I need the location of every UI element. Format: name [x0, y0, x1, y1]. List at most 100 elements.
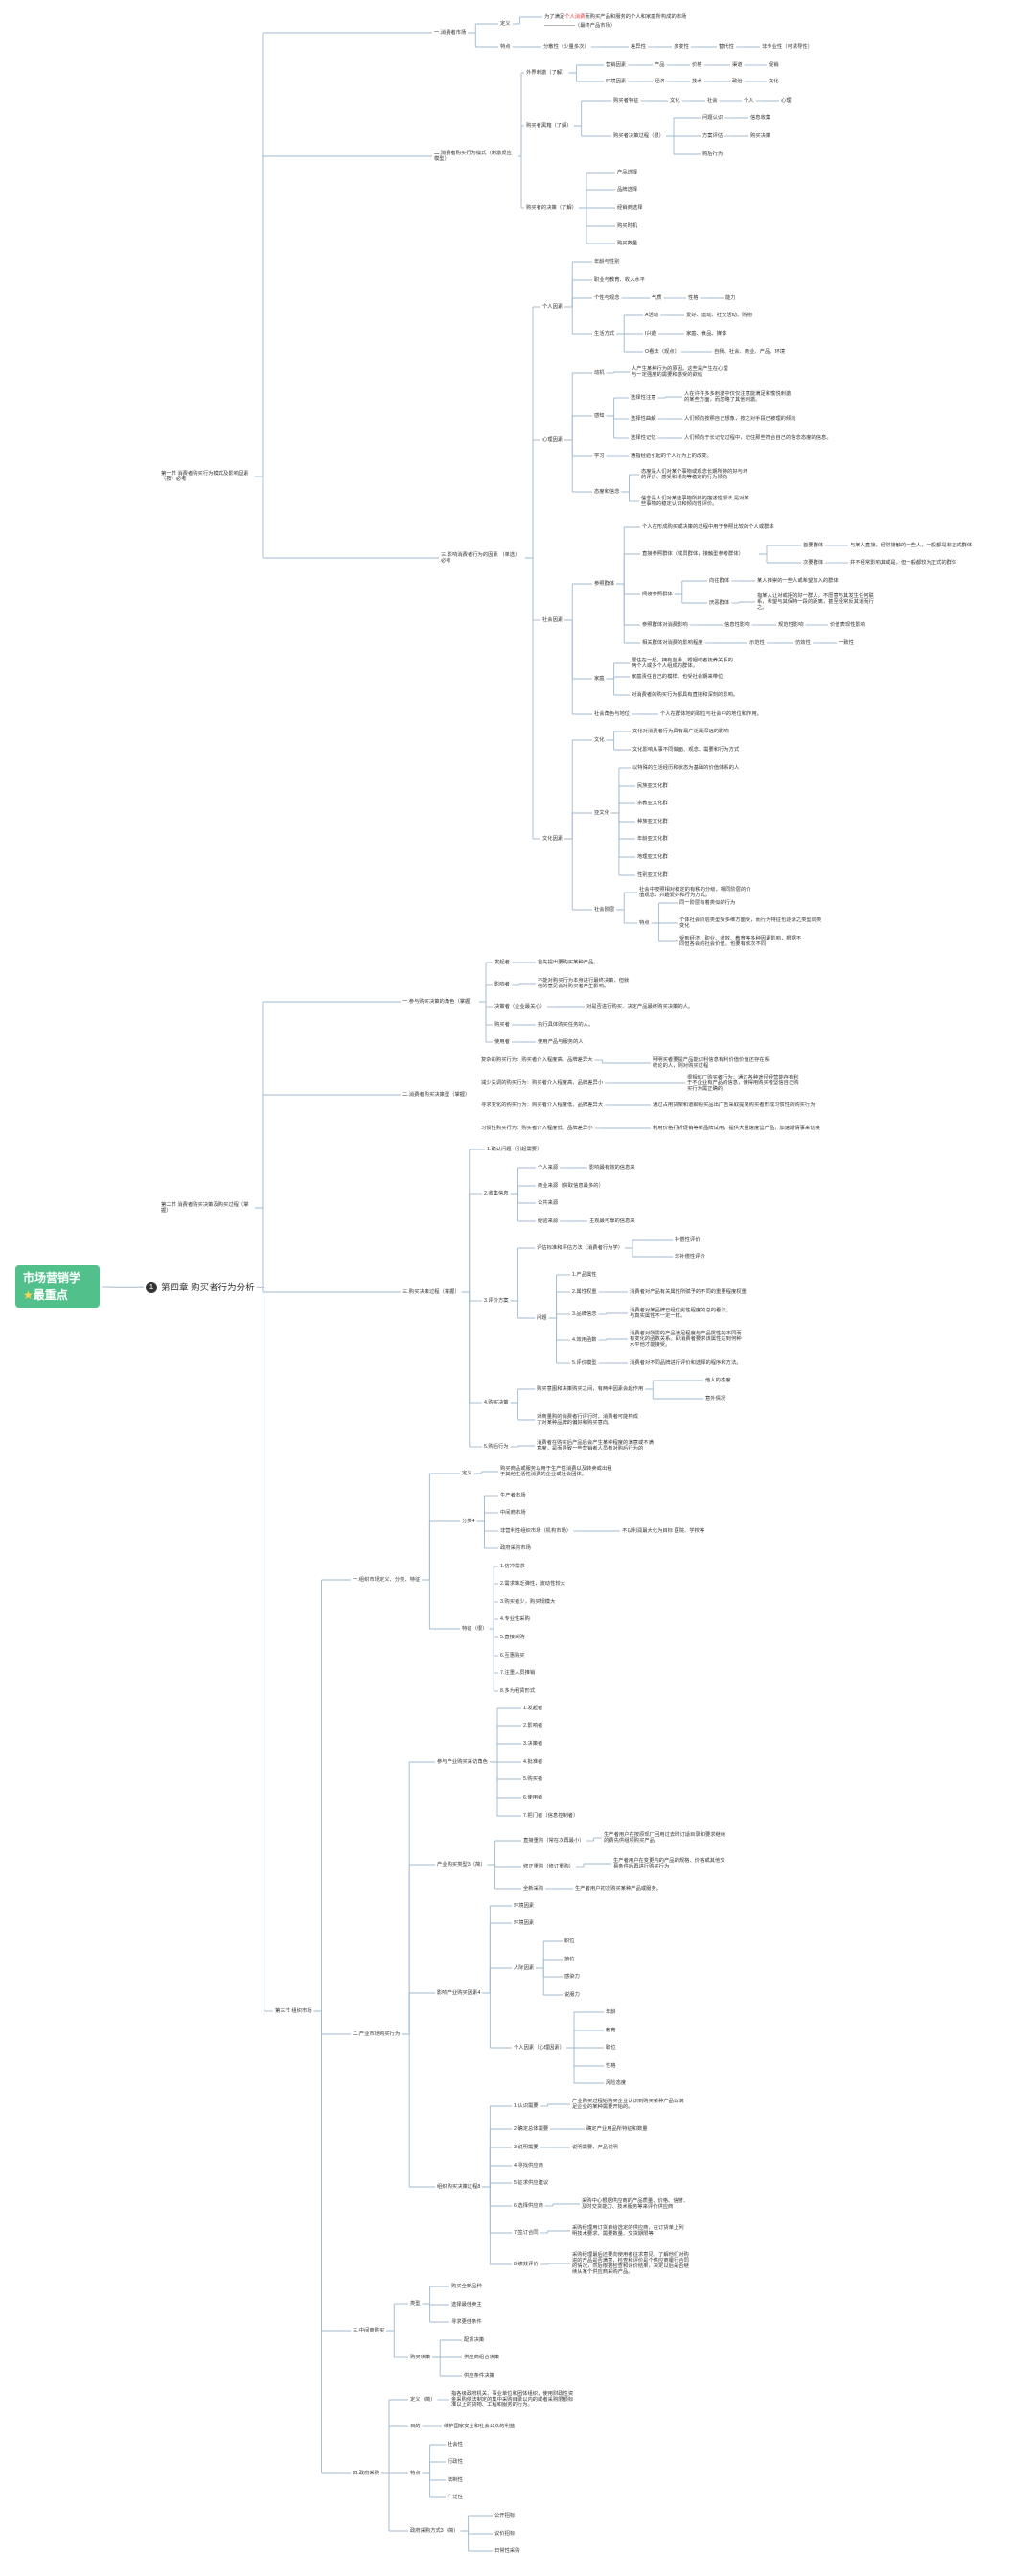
node-s3a3b[interactable]: 2.需求缺乏弹性，波动性较大 — [500, 1581, 565, 1587]
node-p1b[interactable]: 职业与教育、收入水平 — [594, 277, 645, 283]
node-p3a4[interactable]: 相关群体对消费的影响程度 — [642, 640, 703, 646]
node-s3a2a[interactable]: 生产者市场 — [500, 1493, 526, 1498]
node-s1b3c[interactable]: 经销商选择 — [617, 205, 643, 211]
node-s1b1[interactable]: 外界刺激（了解） — [526, 70, 567, 76]
node-s2c3b2[interactable]: 2.属性权重 — [572, 1289, 597, 1295]
node-s2c3a2[interactable]: 非补偿性评价 — [675, 1254, 705, 1260]
node-s3b4[interactable]: 组织购买决策过程8 — [437, 2184, 481, 2190]
node-s3b3b[interactable]: 环境因素 — [514, 1920, 535, 1926]
node-p1d3[interactable]: O看法（观点） — [645, 349, 679, 355]
node-p4[interactable]: 文化因素 — [542, 836, 564, 842]
node-s3c1[interactable]: 类型 — [410, 2301, 421, 2307]
node-s2a2t[interactable]: 不能对购买行为本身进行最终决策，但就他的意见会对购买者产生影响。 — [538, 978, 630, 989]
node-p3a[interactable]: 参照群体 — [594, 581, 615, 587]
node-s3d1t[interactable]: 指各级政府机关、事业单位和团体组织，使用财政性资金采购依法制定的集中采购目录以内… — [451, 2391, 574, 2408]
node-s3b3[interactable]: 影响产业购买因素4 — [437, 1990, 481, 1996]
node-p4a1[interactable]: 文化对消费者行为具有最广泛最深远的影响 — [632, 729, 729, 734]
node-s1c[interactable]: 三.影响消费者行为的因素 （单选）必考 — [441, 552, 520, 564]
node-s3a3g[interactable]: 7.注重人员推销 — [500, 1670, 536, 1676]
node-p2b2[interactable]: 选择性曲解 — [631, 416, 656, 422]
node-p3a1b[interactable]: 次要群体 — [803, 560, 824, 566]
node-s3b4a[interactable]: 1.认识需要 — [514, 2103, 539, 2109]
node-s2c3b5t[interactable]: 消费者对不同品牌进行评价和选择的程序和方法。 — [630, 1360, 742, 1366]
node-p2b1[interactable]: 选择性注意 — [631, 395, 656, 401]
node-s1a2a[interactable]: 分散性（少量多次） — [543, 44, 589, 50]
node-s2c3b1[interactable]: 1.产品属性 — [572, 1272, 597, 1278]
node-s1a1[interactable]: 定义 — [500, 21, 511, 27]
root-node[interactable]: 市场营销学 ★最重点 — [15, 1265, 100, 1308]
node-p3a3b[interactable]: 规范性影响 — [778, 622, 804, 628]
node-p4b2[interactable]: 宗教亚文化群 — [637, 801, 668, 806]
node-s2a3t[interactable]: 对是否进行购买、决定产品最终购买决策的人。 — [586, 1004, 694, 1010]
node-s2b1[interactable]: 复杂的购买行为：购买者介入程度高、品牌差异大 — [481, 1057, 593, 1063]
node-p3a2a[interactable]: 向往群体 — [709, 578, 730, 584]
node-s3b1e[interactable]: 5.购买者 — [523, 1776, 543, 1782]
node-p3[interactable]: 社会因素 — [542, 617, 564, 623]
node-s3d3[interactable]: 特点 — [410, 2471, 421, 2476]
node-s1a1t[interactable]: 为了满足个人消费而购买产品和服务的个人和家庭所构成的市场 — [544, 14, 686, 20]
node-s1a[interactable]: 一.消费者市场 — [434, 30, 467, 35]
node-p4c1b[interactable]: 个体社会阶层类型受多维方面受，而行为特征也逐渐之类型局类变化 — [679, 917, 822, 929]
node-s2a2[interactable]: 影响者 — [494, 982, 510, 987]
node-s3b3c[interactable]: 人际因素 — [514, 1965, 535, 1971]
node-s2a1t[interactable]: 首先提出要购买某种产品。 — [538, 960, 599, 965]
node-p4c1[interactable]: 特点 — [639, 920, 650, 926]
node-s1b2a4[interactable]: 心理 — [781, 98, 792, 104]
node-s3c2b[interactable]: 供应商组合决策 — [464, 2355, 500, 2360]
node-s1b1a1[interactable]: 产品 — [655, 62, 665, 68]
node-s2a5t[interactable]: 使用产品与服务的人 — [538, 1039, 584, 1045]
node-s3b2bt[interactable]: 生产者用户在变更内的产品的规格、价格或其他交易条件后再进行购买行为 — [613, 1858, 725, 1869]
node-s3b2[interactable]: 产业购买类型3（简） — [437, 1862, 486, 1868]
node-s1b3e[interactable]: 购买数量 — [617, 241, 638, 246]
node-s1a2b[interactable]: 差异性 — [631, 44, 646, 50]
node-s3b4c[interactable]: 3.说明需要 — [514, 2145, 539, 2150]
node-s2c3b2t[interactable]: 消费者对产品有关属性所赋予的不同的重要程度权重 — [630, 1289, 747, 1295]
node-s1b3a[interactable]: 产品选择 — [617, 170, 638, 175]
node-p1d[interactable]: 生活方式 — [594, 331, 615, 337]
node-s3a1t[interactable]: 购买商品或服务以用于生产性消费以及转卖或出租于其他生活性消费的企业或社会团体。 — [500, 1466, 612, 1477]
node-s3a3[interactable]: 特征（很） — [462, 1626, 488, 1632]
node-s2c4a1[interactable]: 他人的态度 — [705, 1378, 731, 1383]
node-s3c2[interactable]: 购买决策 — [410, 2355, 431, 2360]
node-s1b2b1[interactable]: 问题认识 — [702, 115, 724, 121]
node-s1b2a1[interactable]: 文化 — [670, 98, 680, 104]
node-s1b1b2[interactable]: 技术 — [692, 79, 702, 84]
node-s1b1a[interactable]: 营销因素 — [606, 62, 627, 68]
node-s3b4ct[interactable]: 说明需要、产品说明 — [572, 2145, 618, 2150]
node-s3b1[interactable]: 参与产业购买采访角色 — [437, 1759, 488, 1765]
node-s2b4t[interactable]: 利用价格打折促销等新品牌试用，提供大量速度营产品，加速期情事来切换 — [653, 1126, 820, 1131]
node-s1a2e[interactable]: 非专业性（可诱导性） — [762, 44, 813, 50]
node-s1a1t2[interactable]: ——————（最终产品市场） — [544, 23, 616, 29]
node-s2a[interactable]: 一.参与购买决策的角色（掌握） — [402, 999, 475, 1005]
node-s3b1b[interactable]: 2.影响者 — [523, 1723, 543, 1729]
node-s3b4b[interactable]: 2.确定总体需要 — [514, 2126, 549, 2132]
node-s2c2at[interactable]: 影响最有效的信息来 — [589, 1165, 635, 1171]
node-s2c1[interactable]: 1.确认问题（引起需要） — [487, 1147, 542, 1152]
node-s3a2[interactable]: 分类4 — [462, 1519, 475, 1524]
node-s3a3h[interactable]: 8.多为租赁形式 — [500, 1688, 536, 1694]
node-s3d3d[interactable]: 广泛性 — [448, 2495, 463, 2500]
node-p1[interactable]: 个人因素 — [542, 304, 564, 310]
node-s1b1b4[interactable]: 文化 — [769, 79, 779, 84]
node-s3b4e[interactable]: 5.征求供应建议 — [514, 2180, 549, 2186]
node-s3d4c[interactable]: 日常性采购 — [494, 2548, 520, 2554]
node-p3a3c[interactable]: 价值表现性影响 — [830, 622, 866, 628]
node-p2d1[interactable]: 态度是人们对某个事物或观念长期所持的好与坏的评价、感受和倾向等稳定的行为倾向 — [641, 469, 748, 480]
node-s3b2ct[interactable]: 生产者用户初次购买某种产品或服务。 — [575, 1886, 662, 1891]
node-s3[interactable]: 第三节 组织市场 — [275, 2008, 312, 2014]
node-s2c4a[interactable]: 购买意图和决策购买之间，有两种因素会起作用 — [537, 1386, 644, 1392]
node-p3a2bt[interactable]: 指某人让对或拒的好一群人，不愿意与其发生任何联系，希望与其保持一段的距离，甚至经… — [757, 593, 874, 611]
node-s3d[interactable]: 四.政府采购 — [353, 2471, 380, 2476]
node-s1b2b3[interactable]: 方案评估 — [702, 133, 724, 139]
node-s2c3b3t[interactable]: 消费者对某品牌已经优劣性程度的总的看法。与真实属性不一定一样。 — [630, 1308, 731, 1319]
node-s3a3c[interactable]: 3.购买者少，购买规模大 — [500, 1599, 556, 1605]
node-s3b4f[interactable]: 6.选择供应商 — [514, 2203, 543, 2209]
node-s2c2b[interactable]: 商业来源（获取信息最多的） — [538, 1183, 604, 1189]
node-s3b2b[interactable]: 修正重购（修订重购） — [523, 1864, 574, 1869]
node-s3c1c[interactable]: 寻求更佳条件 — [451, 2319, 482, 2325]
node-s3b4bt[interactable]: 确定产业用品所特征和数量 — [586, 2126, 648, 2132]
node-p2c[interactable]: 学习 — [594, 453, 605, 459]
node-s3b3d2[interactable]: 教育 — [606, 2028, 616, 2033]
node-s1b1b[interactable]: 环境因素 — [606, 79, 627, 84]
node-p3a3[interactable]: 参照群体对消费影响 — [642, 622, 688, 628]
